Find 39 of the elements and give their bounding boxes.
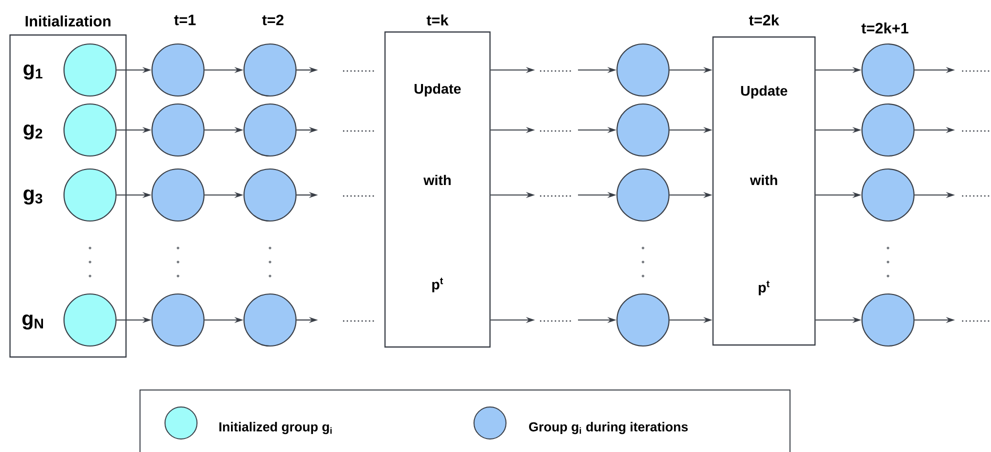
group-circle [243,293,297,347]
update-box: Update with p$^{t}$ [384,31,491,348]
column-heading: Initialization [26,16,110,26]
group-circle [63,168,117,222]
group-circle [151,293,205,347]
node-label: with [750,174,778,186]
group-circle [243,103,297,157]
node-label: Update [741,85,788,99]
column-heading: t=2k [748,14,780,26]
node-label: with [423,174,451,186]
group-label: g$_{1}$ [24,64,42,80]
legend-text: Group g$_{i}$ during iterations [529,422,688,434]
column-heading: t=k [426,14,449,26]
group-circle [151,168,205,222]
group-circle [861,168,915,222]
group-circle [243,43,297,97]
group-circle [616,103,670,157]
node-label: p$^{t}$ [432,278,444,292]
group-circle [151,43,205,97]
group-circle [616,293,670,347]
group-circle [861,293,915,347]
group-label: g$_{3}$ [24,190,42,204]
group-circle [63,103,117,157]
column-heading: t=2 [262,14,284,26]
group-circle [861,103,915,157]
group-circle [243,168,297,222]
column-heading: t=1 [174,14,196,26]
group-circle [616,168,670,222]
group-circle [616,43,670,97]
group-circle [151,103,205,157]
legend-text: Initialized group g$_{i}$ [219,422,332,434]
group-label: g$_{2}$ [24,124,42,140]
group-circle [63,43,117,97]
group-label: g$_{N}$ [22,314,43,330]
group-circle [861,43,915,97]
group-circle [63,293,117,347]
update-box: Update with p$^{t}$ [712,36,816,346]
node-label: p$^{t}$ [758,280,770,296]
node-label: Update [414,83,461,97]
